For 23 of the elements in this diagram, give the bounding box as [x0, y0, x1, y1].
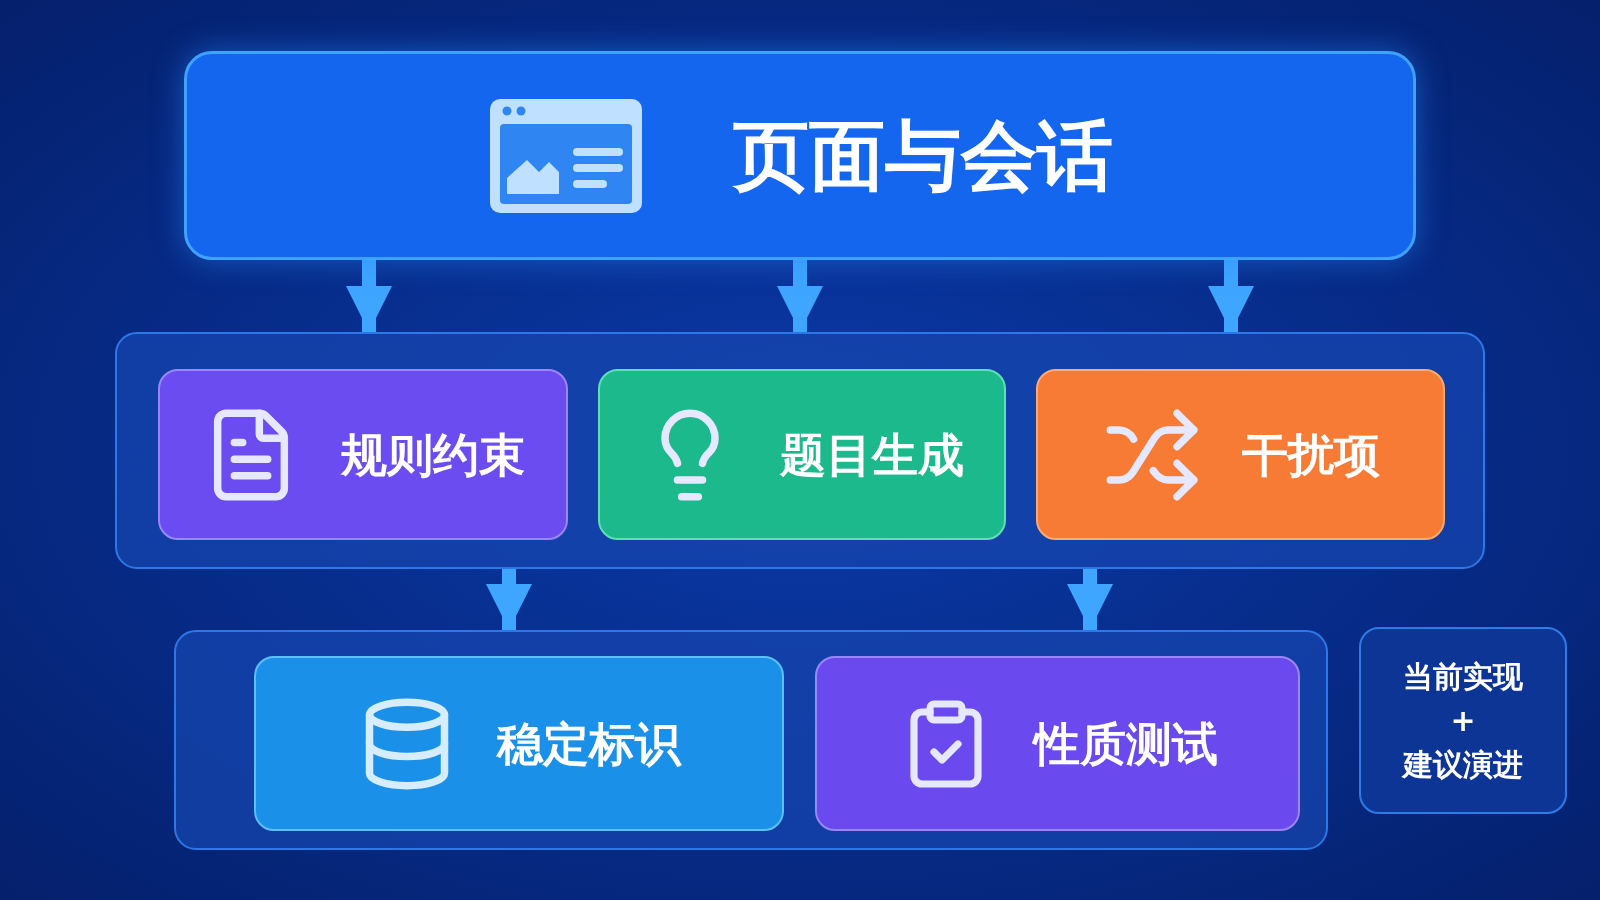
process-box [598, 369, 1006, 540]
box-label: 干扰项 [1241, 431, 1380, 478]
box-label: 题目生成 [780, 431, 964, 478]
group-container [115, 332, 1485, 569]
box-label: 性质测试 [1033, 720, 1218, 767]
process-box [1036, 369, 1445, 540]
note-text: + [1450, 701, 1476, 740]
arrow [486, 569, 532, 630]
arrow [346, 260, 392, 332]
process-box [815, 656, 1300, 831]
note-box [1359, 627, 1567, 814]
note-text: 建议演进 [1403, 745, 1523, 784]
arrow [777, 260, 823, 332]
note-text: 当前实现 [1403, 657, 1523, 696]
process-box [254, 656, 784, 831]
process-box [158, 369, 568, 540]
arrow [1067, 569, 1113, 630]
group-container [174, 630, 1328, 850]
header-box [184, 51, 1416, 260]
box-label: 稳定标识 [497, 720, 681, 767]
box-label: 规则约束 [341, 431, 525, 478]
title-text: 页面与会话 [733, 117, 1113, 194]
arrow [1208, 260, 1254, 332]
